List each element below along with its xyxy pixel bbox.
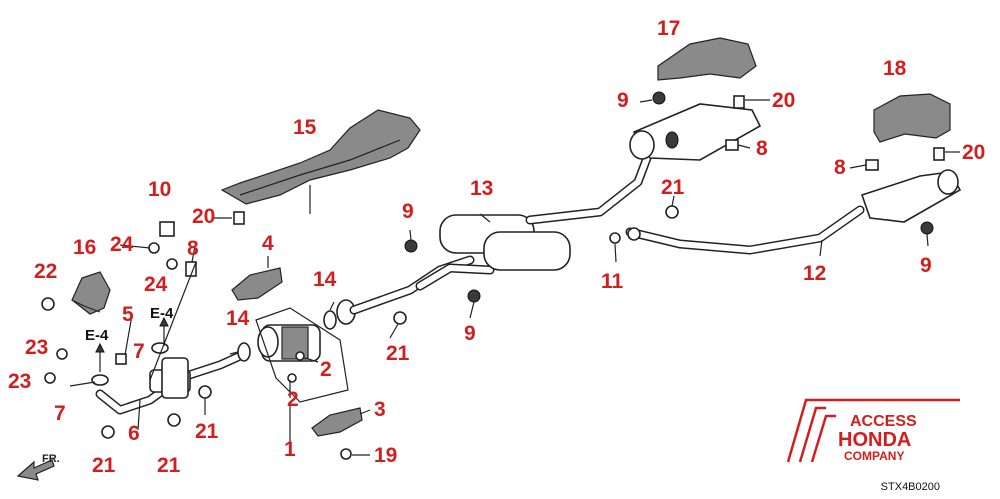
- callout-23-upper: 23: [25, 336, 48, 359]
- tail-pipe-12: [625, 169, 962, 255]
- callout-11: 11: [601, 270, 624, 293]
- callout-9-center: 9: [402, 200, 414, 223]
- callout-21-upper: 21: [661, 176, 685, 199]
- heat-shield-16: [71, 271, 111, 315]
- callout-5: 5: [122, 303, 134, 326]
- logo-access: ACCESS: [850, 413, 917, 430]
- access-honda-logo: ACCESS HONDA COMPANY: [786, 398, 960, 463]
- muffler-right-upper: [629, 103, 762, 161]
- callout-24-upper: 24: [110, 233, 134, 256]
- front-arrow-icon: FR.: [16, 453, 60, 481]
- heat-shield-18: [873, 93, 951, 143]
- callout-7-left: 7: [54, 402, 66, 425]
- part-callouts: 1 2 2 3 4 5 6 7 7 8 8 8 9 9 9 9 10 11 12…: [8, 17, 985, 477]
- heat-shield-4: [231, 267, 283, 301]
- callout-12: 12: [803, 262, 826, 285]
- callout-20-right: 20: [962, 141, 985, 164]
- callout-20-left: 20: [192, 205, 215, 228]
- logo-honda: HONDA: [838, 429, 911, 451]
- callout-9-lower: 9: [464, 322, 476, 345]
- callout-8-left: 8: [187, 237, 199, 260]
- callout-23-lower: 23: [8, 370, 31, 393]
- callout-14-left: 14: [226, 307, 250, 330]
- callout-7-right: 7: [133, 340, 145, 363]
- callout-21-left: 21: [157, 454, 181, 477]
- callout-3: 3: [374, 398, 386, 421]
- callout-24-lower: 24: [144, 273, 168, 296]
- callout-21-center: 21: [386, 342, 410, 365]
- callout-16: 16: [73, 236, 96, 259]
- front-pipe-6: [95, 351, 245, 415]
- ref-e4-right: E-4: [150, 305, 174, 322]
- callout-9-upper: 9: [617, 89, 629, 112]
- diagram-code: STX4B0200: [880, 481, 940, 493]
- converter-1: [255, 307, 349, 403]
- callout-19: 19: [374, 444, 397, 467]
- callout-20-middle: 20: [772, 89, 795, 112]
- callout-17: 17: [657, 17, 680, 40]
- callout-8-middle: 8: [756, 137, 768, 160]
- callout-6: 6: [128, 422, 140, 445]
- logo-company: COMPANY: [844, 449, 904, 463]
- reference-arrows: E-4 E-4: [85, 305, 174, 372]
- callout-21-lower: 21: [195, 420, 219, 443]
- callout-1: 1: [284, 438, 296, 461]
- heat-shield-17: [657, 37, 757, 81]
- gasket-14: [237, 299, 356, 362]
- callout-2-upper: 2: [320, 358, 332, 381]
- leader-lines: [69, 99, 960, 456]
- center-pipe-13: [349, 145, 655, 315]
- heat-shield-3: [311, 407, 363, 437]
- callout-9-right: 9: [920, 254, 932, 277]
- callout-4: 4: [262, 232, 274, 255]
- callout-13: 13: [470, 177, 493, 200]
- callout-21-far-left: 21: [92, 454, 116, 477]
- callout-8-right: 8: [834, 156, 846, 179]
- callout-18: 18: [883, 57, 907, 80]
- callout-15: 15: [293, 116, 317, 139]
- ref-e4-left: E-4: [85, 327, 109, 344]
- heat-shield-15: [220, 109, 421, 205]
- callout-2-lower: 2: [287, 388, 299, 411]
- callout-22: 22: [34, 260, 57, 283]
- callout-14-right: 14: [313, 268, 337, 291]
- callout-10: 10: [148, 178, 171, 201]
- front-label: FR.: [42, 453, 60, 465]
